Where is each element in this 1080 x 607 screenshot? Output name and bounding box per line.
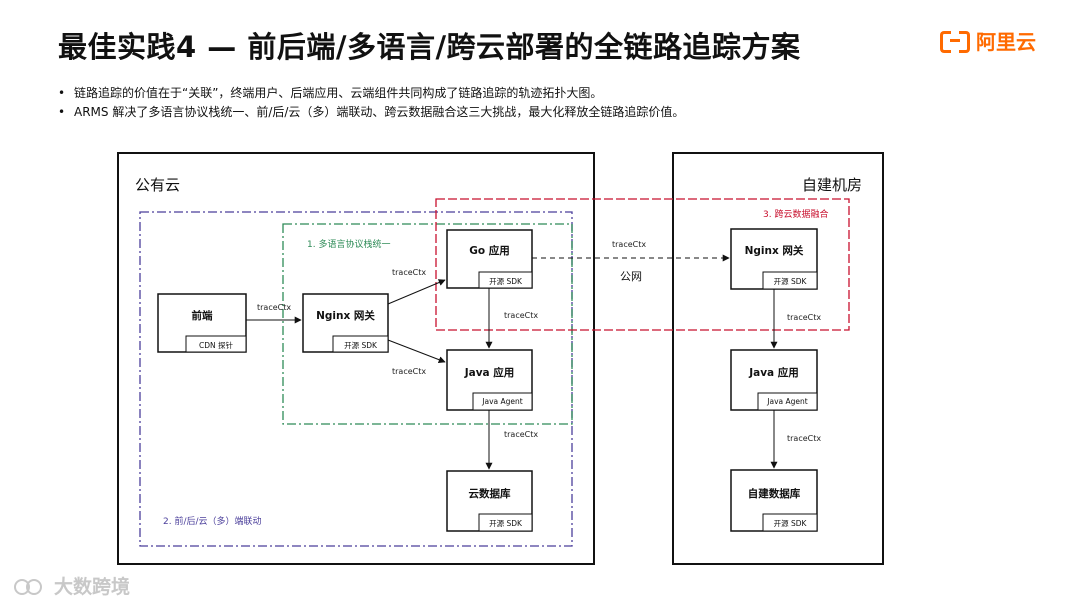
node-name: 云数据库 xyxy=(468,488,511,500)
node-name: Go 应用 xyxy=(469,245,510,257)
node-dc-db xyxy=(730,469,818,532)
bullet-item: 链路追踪的价值在于“关联”，终端用户、后端应用、云端组件共同构成了链路追踪的轨迹… xyxy=(58,84,684,103)
bullet-list: 链路追踪的价值在于“关联”，终端用户、后端应用、云端组件共同构成了链路追踪的轨迹… xyxy=(58,84,684,122)
node-sub: Java Agent xyxy=(767,397,808,406)
private-dc-region xyxy=(672,152,884,565)
node-sub: Java Agent xyxy=(482,397,523,406)
node-go-app xyxy=(446,229,533,289)
edge-nginx-go xyxy=(387,279,446,305)
multi-lang-group xyxy=(282,223,573,425)
multi-lang-group-label: 1. 多语言协议栈统一 xyxy=(307,240,391,250)
bullet-item: ARMS 解决了多语言协议栈统一、前/后/云（多）端联动、跨云数据融合这三大挑战… xyxy=(58,103,684,122)
edge-nginx-java xyxy=(387,339,446,363)
edge-label: traceCtx xyxy=(787,313,822,322)
node-name: 自建数据库 xyxy=(747,488,801,500)
node-name: Java 应用 xyxy=(749,367,799,379)
edge-label: traceCtx xyxy=(612,240,647,249)
private-dc-label: 自建机房 xyxy=(802,176,863,194)
node-sub: 开源 SDK xyxy=(773,277,807,286)
node-sub: 开源 SDK xyxy=(489,277,522,286)
node-sub: 开源 SDK xyxy=(773,519,807,528)
public-cloud-label: 公有云 xyxy=(135,176,181,194)
edge-label: traceCtx xyxy=(392,367,427,376)
edge-label: traceCtx xyxy=(504,430,539,439)
brand-name: 阿里云 xyxy=(976,30,1036,54)
node-name: Nginx 网关 xyxy=(744,245,804,257)
edge-label: traceCtx xyxy=(787,434,822,443)
node-dc-java xyxy=(730,349,818,411)
node-java-app xyxy=(446,349,533,411)
node-name: 前端 xyxy=(191,310,213,322)
edge-label: traceCtx xyxy=(257,303,292,312)
node-name: Nginx 网关 xyxy=(316,310,375,322)
cross-cloud-group xyxy=(435,198,850,331)
node-name: Java 应用 xyxy=(464,367,515,379)
node-frontend xyxy=(157,293,247,353)
brand-logo: 阿里云 xyxy=(940,26,1036,55)
node-sub: CDN 探针 xyxy=(198,341,233,350)
aliyun-logo-icon xyxy=(940,30,970,53)
watermark-text: 大数跨境 xyxy=(54,576,131,598)
watermark-logo-icon xyxy=(14,575,48,597)
public-cloud-region xyxy=(117,152,595,565)
public-network-label: 公网 xyxy=(620,270,642,283)
edge-label: traceCtx xyxy=(392,268,427,277)
edge-label: traceCtx xyxy=(504,311,539,320)
page-title: 最佳实践4 — 前后端/多语言/跨云部署的全链路追踪方案 xyxy=(58,30,801,64)
node-dc-nginx xyxy=(730,228,818,290)
node-nginx xyxy=(302,293,389,353)
watermark: 大数跨境 xyxy=(14,572,130,599)
cross-cloud-group-label: 3. 跨云数据融合 xyxy=(763,210,829,220)
node-sub: 开源 SDK xyxy=(344,341,377,350)
node-cloud-db xyxy=(446,470,533,532)
node-sub: 开源 SDK xyxy=(489,519,522,528)
multi-end-group-label: 2. 前/后/云（多）端联动 xyxy=(163,517,262,527)
